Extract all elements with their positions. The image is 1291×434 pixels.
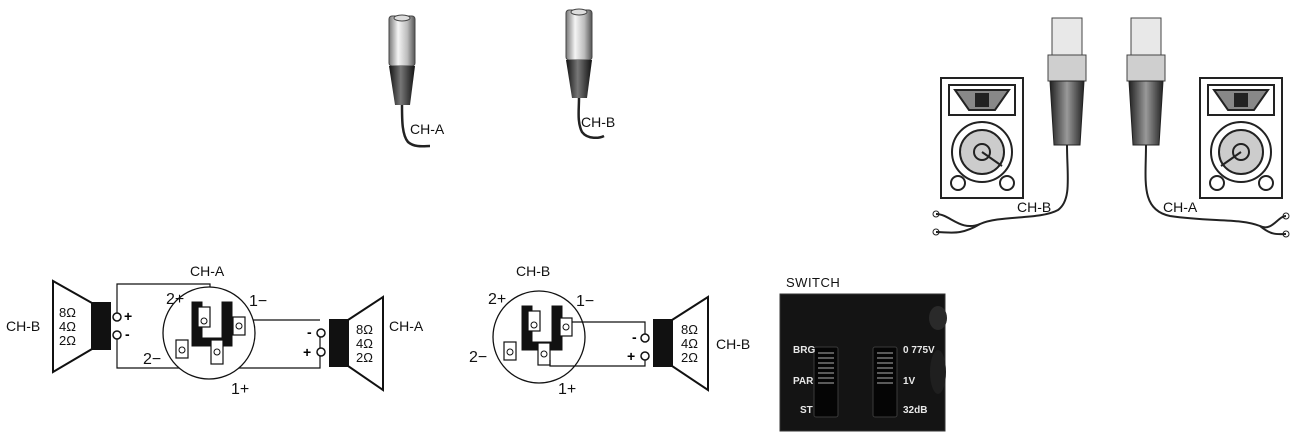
speakon-face-2 — [492, 290, 586, 384]
switch-label-0775v: 0 775V — [903, 345, 935, 356]
wiring1-pin-1minus: 1− — [249, 293, 267, 310]
wiring2-pin-2minus: 2− — [469, 349, 487, 366]
svg-text:-: - — [307, 324, 312, 340]
wiring2-title: CH-B — [516, 263, 550, 279]
switch-label-32db: 32dB — [903, 405, 927, 416]
terminal-right1-minus — [316, 328, 326, 338]
wiring2-right-imp-2: 2Ω — [681, 350, 698, 365]
wiring1-pin-2plus: 2+ — [166, 291, 184, 308]
switch-title: SWITCH — [786, 275, 841, 290]
speakon-ch-b-label: CH-B — [1017, 199, 1051, 215]
wiring1-right-imp-8: 8Ω — [356, 322, 373, 337]
speaker-symbol-left — [52, 279, 111, 374]
wiring2-wires — [549, 321, 646, 367]
speakon-ch-a-label: CH-A — [1163, 199, 1198, 215]
speakon-connector-ch-b — [932, 17, 1087, 236]
xlr-plug-ch-a — [388, 14, 431, 148]
wiring1-right-channel: CH-A — [389, 318, 424, 334]
terminal-right2-plus — [640, 351, 650, 361]
svg-text:-: - — [632, 329, 637, 345]
wiring1-pin-2minus: 2− — [143, 351, 161, 368]
wiring2-right-imp-4: 4Ω — [681, 336, 698, 351]
speakon-connector-ch-a — [1126, 17, 1290, 238]
speakon-face-1 — [162, 286, 256, 380]
terminal-right2-minus — [640, 333, 650, 343]
switch-label-st: ST — [800, 405, 813, 416]
wiring1-left-imp-8: 8Ω — [59, 305, 76, 320]
switch-label-brg: BRG — [793, 345, 815, 356]
wiring2-pin-1plus: 1+ — [558, 381, 576, 398]
switch-panel: BRG PAR ST 0 775V 1V 32dB — [779, 293, 947, 432]
wiring2-right-imp-8: 8Ω — [681, 322, 698, 337]
speaker-symbol-right1 — [329, 295, 384, 392]
terminal-left-minus — [112, 330, 122, 340]
wiring1-left-channel: CH-B — [6, 318, 40, 334]
switch-label-1v: 1V — [903, 376, 916, 387]
terminal-right1-plus — [316, 347, 326, 357]
svg-text:+: + — [303, 344, 311, 360]
wiring2-pin-2plus: 2+ — [488, 291, 506, 308]
wiring1-left-imp-2: 2Ω — [59, 333, 76, 348]
terminal-left-plus — [112, 312, 122, 322]
speaker-cabinet-right — [1199, 77, 1283, 199]
wiring2-right-channel: CH-B — [716, 336, 750, 352]
speaker-cabinet-left — [940, 77, 1024, 199]
wiring1-right-imp-2: 2Ω — [356, 350, 373, 365]
wiring1-title: CH-A — [190, 263, 225, 279]
speaker-symbol-right2 — [653, 295, 709, 392]
xlr-ch-b-label: CH-B — [581, 114, 615, 130]
switch-label-par: PAR — [793, 376, 814, 387]
wiring2-pin-1minus: 1− — [576, 293, 594, 310]
svg-text:-: - — [125, 326, 130, 342]
wiring1-left-imp-4: 4Ω — [59, 319, 76, 334]
svg-text:+: + — [124, 308, 132, 324]
svg-text:+: + — [627, 348, 635, 364]
wiring1-right-imp-4: 4Ω — [356, 336, 373, 351]
xlr-ch-a-label: CH-A — [410, 121, 445, 137]
wiring1-pin-1plus: 1+ — [231, 381, 249, 398]
xlr-plug-ch-b — [565, 8, 605, 139]
